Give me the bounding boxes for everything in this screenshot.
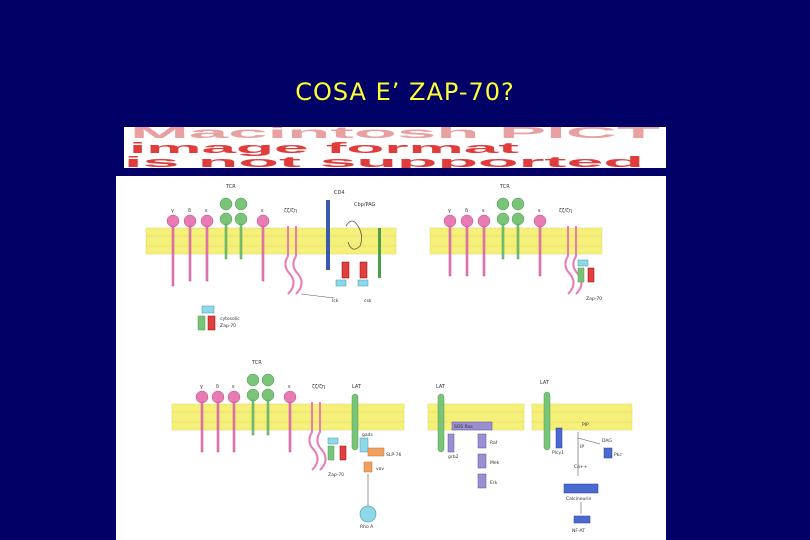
- lat-bar-e: [543, 391, 551, 451]
- raf-label: Raf: [490, 440, 498, 446]
- pict-line-1: Macintosh PICT: [130, 127, 661, 142]
- panel-b: TCR γ δ ε ε ζζ/ζη: [429, 184, 603, 302]
- cytosolic-zap-label: Zap-70: [220, 323, 236, 329]
- panel-a: TCR γ δ ε ε ζζ/ζη CD4: [145, 184, 397, 331]
- calcineurin-box: [563, 483, 599, 494]
- pict-line-3: is not supported: [124, 154, 644, 168]
- slide-title: COSA E’ ZAP-70?: [295, 78, 515, 106]
- ip-label: IP: [580, 444, 584, 450]
- panel-e: LAT Plcγ1 PIP IP DAG Pkc Ca++ Calcineuri…: [531, 380, 633, 534]
- tcr-label-c: TCR: [251, 360, 262, 366]
- dag-label: DAG: [602, 438, 612, 444]
- zap70-bound-b: [577, 259, 595, 283]
- calcineurin-label: Calcineurin: [566, 496, 591, 502]
- zeta-label-a: ζζ/ζη: [284, 208, 297, 214]
- tcr-green-heads-c: [246, 373, 275, 436]
- gamma-label-c: γ: [200, 384, 203, 390]
- grb2-label: grb2: [448, 454, 459, 460]
- pkc-label: Pkc: [614, 452, 622, 458]
- cd4-bar: [326, 200, 330, 270]
- zeta-label-c: ζζ/ζη: [312, 384, 325, 390]
- lat-label-e: LAT: [540, 380, 550, 386]
- zap70-signaling-figure: TCR γ δ ε ε ζζ/ζη CD4: [116, 176, 666, 540]
- panel-d: LAT SOS Ras grb2 Raf Mek Erk: [427, 384, 525, 489]
- lat-label-d: LAT: [436, 384, 446, 390]
- panel-c: TCR γ δ ε ε ζζ/ζη LAT: [171, 360, 405, 530]
- lck-csk-group: [335, 261, 369, 287]
- rho-a-node: [359, 505, 377, 523]
- epsilon2-label-b: ε: [538, 208, 541, 214]
- zeta-label-b: ζζ/ζη: [559, 208, 572, 214]
- tcr-green-heads-a: [219, 197, 248, 260]
- pict-placeholder-banner: Macintosh PICT image format is not suppo…: [124, 127, 666, 168]
- membrane-a: [145, 227, 397, 255]
- ca-label: Ca++: [574, 464, 588, 470]
- grb2-box: [447, 433, 455, 453]
- lat-label-c: LAT: [352, 384, 362, 390]
- zeta-chains-c: [308, 402, 319, 471]
- raf-mek-erk-cascade: [477, 433, 487, 489]
- cbp-bar: [378, 228, 381, 278]
- delta-label-a: δ: [188, 208, 191, 214]
- gads-label: gads: [362, 432, 373, 438]
- zap70-bound-c: [327, 437, 347, 461]
- zap-label-c: Zap-70: [328, 472, 344, 478]
- cytosolic-label: cytosolic: [220, 316, 240, 322]
- pkc-box: [603, 447, 613, 459]
- slp76-label: SLP-76: [386, 452, 401, 458]
- vav-label: vav: [376, 467, 384, 472]
- nfat-label: NF-AT: [572, 528, 585, 534]
- epsilon1-label-a: ε: [205, 208, 208, 214]
- rho-label: Rho A: [360, 524, 374, 530]
- delta-label-b: δ: [465, 208, 468, 214]
- cbp-loops: [345, 220, 362, 250]
- tcr-green-heads-b: [496, 197, 525, 260]
- lat-bar-c: [351, 393, 359, 451]
- gamma-label-b: γ: [448, 208, 451, 214]
- gads-slp76-vav: [359, 437, 385, 473]
- delta-label-c: δ: [216, 384, 219, 390]
- pict-line-2: image format: [129, 140, 519, 157]
- erk-label: Erk: [490, 480, 498, 486]
- csk-label: csk: [364, 298, 372, 304]
- zeta-chains-a: [284, 226, 295, 295]
- zap-label-b: Zap-70: [586, 296, 602, 302]
- sos-ras-box: [451, 421, 493, 431]
- epsilon1-label-c: ε: [232, 384, 235, 390]
- sos-label: SOS Ras: [454, 424, 473, 430]
- epsilon2-label-c: ε: [288, 384, 291, 390]
- lat-bar-d: [437, 393, 445, 453]
- pip-label: PIP: [582, 422, 589, 428]
- zeta-chains-b: [564, 226, 575, 295]
- mek-label: Mek: [490, 460, 500, 466]
- tcr-pink-chains-c: [195, 390, 297, 453]
- tcr-label-a: TCR: [225, 184, 236, 190]
- tcr-pink-chains-a: [166, 214, 270, 287]
- cd4-label: CD4: [334, 190, 345, 196]
- pip-arrows: [577, 432, 601, 476]
- membrane-b: [429, 227, 603, 255]
- cytosolic-zap70-icon: [197, 305, 216, 331]
- tcr-label-b: TCR: [499, 184, 510, 190]
- nfat-box: [573, 515, 591, 524]
- plcg-box: [555, 427, 563, 449]
- epsilon2-label-a: ε: [261, 208, 264, 214]
- membrane-c: [171, 403, 405, 431]
- lck-label: lck: [332, 298, 339, 304]
- gamma-label-a: γ: [171, 208, 174, 214]
- plcg-label: Plcγ1: [552, 450, 564, 456]
- cbp-label: Cbp/PAG: [354, 202, 376, 208]
- epsilon1-label-b: ε: [482, 208, 485, 214]
- tcr-pink-chains-b: [443, 214, 547, 277]
